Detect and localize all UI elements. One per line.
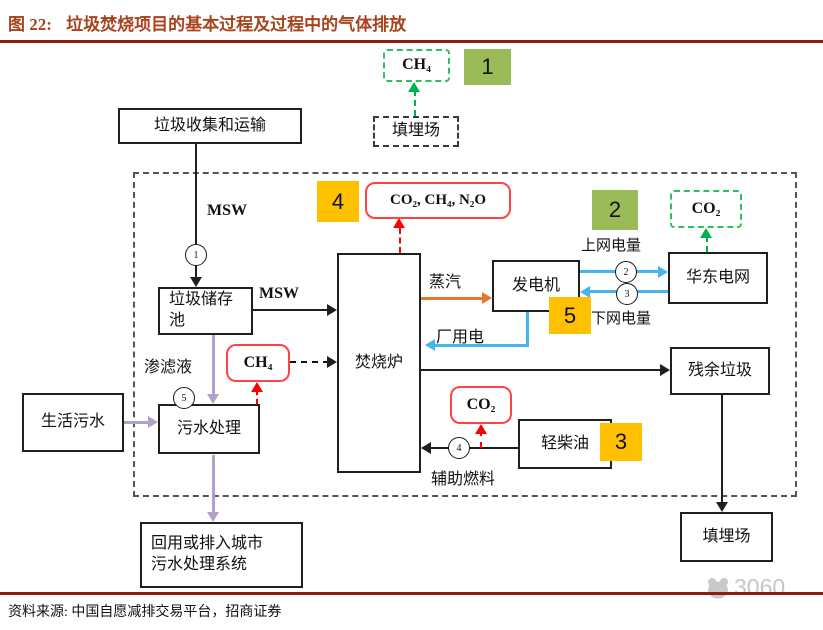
line-grid-co2 — [706, 236, 708, 252]
line-diesel-co2 — [480, 430, 482, 448]
step-circle-4: 4 — [448, 437, 470, 459]
arrow-down-landfill — [716, 502, 728, 512]
title-rule — [0, 40, 823, 43]
arrow-right-ch4-feed — [327, 356, 337, 368]
arrow-left-plant-power — [425, 339, 435, 351]
node-diesel: 轻柴油 — [518, 419, 612, 469]
badge-3: 3 — [600, 423, 642, 461]
source-text: 资料来源: 中国自愿减排交易平台，招商证券 — [8, 605, 282, 620]
label-grid-export: 上网电量 — [581, 238, 642, 254]
step-circle-5: 5 — [173, 387, 195, 409]
node-incinerator: 焚烧炉 — [337, 253, 421, 473]
line-aux-fuel — [429, 447, 518, 449]
line-sewage-in — [124, 421, 150, 424]
label-steam: 蒸汽 — [429, 274, 462, 291]
step-circle-3: 3 — [616, 283, 638, 305]
label-msw-down: MSW — [207, 202, 247, 219]
gas-box-ch4-mid: CH₄ — [226, 344, 290, 382]
arrow-right-sewage — [148, 416, 158, 428]
arrow-up-ch4-mid — [251, 382, 263, 392]
node-landfill-bottom: 填埋场 — [680, 512, 773, 562]
arrow-right-grid-export — [658, 266, 668, 278]
node-east-china-grid: 华东电网 — [668, 252, 768, 304]
arrow-down-leachate — [207, 394, 219, 404]
node-sewage-treatment: 污水处理 — [158, 404, 260, 454]
watermark-3060: 3060 — [705, 574, 785, 601]
line-residual — [421, 369, 661, 371]
label-plant-power: 厂用电 — [436, 329, 485, 346]
arrow-left-grid-import — [580, 286, 590, 298]
badge-1: 1 — [464, 49, 511, 85]
step-circle-2: 2 — [615, 261, 637, 283]
badge-2: 2 — [592, 190, 638, 230]
label-msw-feed: MSW — [259, 285, 299, 302]
line-plant-power-h — [433, 344, 529, 347]
node-reuse: 回用或排入城市 污水处理系统 — [140, 522, 303, 588]
arrow-left-aux-fuel — [421, 442, 431, 454]
arrow-down-reuse — [207, 512, 219, 522]
arrow-right-steam — [482, 292, 492, 304]
figure-title-text: 垃圾焚烧项目的基本过程及过程中的气体排放 — [66, 15, 407, 34]
arrow-right-msw — [327, 304, 337, 316]
watermark-text: 3060 — [734, 574, 786, 600]
line-sewage-ch4 — [256, 390, 258, 404]
arrow-up-co2-diesel — [475, 424, 487, 434]
line-plant-power-v — [526, 312, 529, 346]
gas-box-ch4-top: CH₄ — [383, 49, 450, 82]
line-ch4-to-incinerator — [290, 361, 329, 363]
gas-box-co2-diesel: CO₂ — [450, 386, 512, 424]
line-incinerator-gases — [399, 228, 401, 253]
figure-label: 图 22: — [8, 15, 52, 34]
node-residual-waste: 残余垃圾 — [670, 347, 770, 395]
line-collection-to-storage — [195, 144, 197, 284]
figure-title: 图 22: 垃圾焚烧项目的基本过程及过程中的气体排放 — [8, 10, 406, 35]
label-leachate: 渗滤液 — [144, 359, 193, 376]
step-circle-1: 1 — [185, 244, 207, 266]
arrow-up-flue-gases — [393, 218, 405, 228]
badge-4: 4 — [317, 181, 359, 222]
line-sewage-out — [212, 455, 215, 515]
badge-5: 5 — [549, 297, 591, 334]
arrow-up-ch4-top — [408, 82, 420, 92]
project-boundary — [133, 172, 797, 497]
line-storage-to-incinerator — [253, 309, 329, 311]
label-grid-import: 下网电量 — [591, 311, 652, 327]
arrow-right-residual — [660, 364, 670, 376]
line-steam — [421, 297, 483, 300]
line-residual-landfill — [721, 395, 723, 503]
footer-rule — [0, 592, 823, 595]
arrow-up-co2-grid — [700, 228, 712, 238]
line-leachate — [212, 335, 215, 398]
gas-box-flue-gases: CO₂, CH₄, N₂O — [365, 182, 511, 219]
node-storage-pit: 垃圾储存 池 — [158, 287, 253, 335]
line-landfill-ch4 — [414, 90, 416, 116]
panda-logo-icon — [708, 577, 728, 598]
node-domestic-sewage: 生活污水 — [22, 393, 124, 452]
gas-box-co2-grid: CO₂ — [670, 190, 742, 228]
label-aux-fuel: 辅助燃料 — [431, 471, 496, 488]
node-landfill-top: 填埋场 — [373, 116, 459, 147]
arrow-down-storage — [190, 277, 202, 287]
node-collection: 垃圾收集和运输 — [118, 108, 302, 144]
